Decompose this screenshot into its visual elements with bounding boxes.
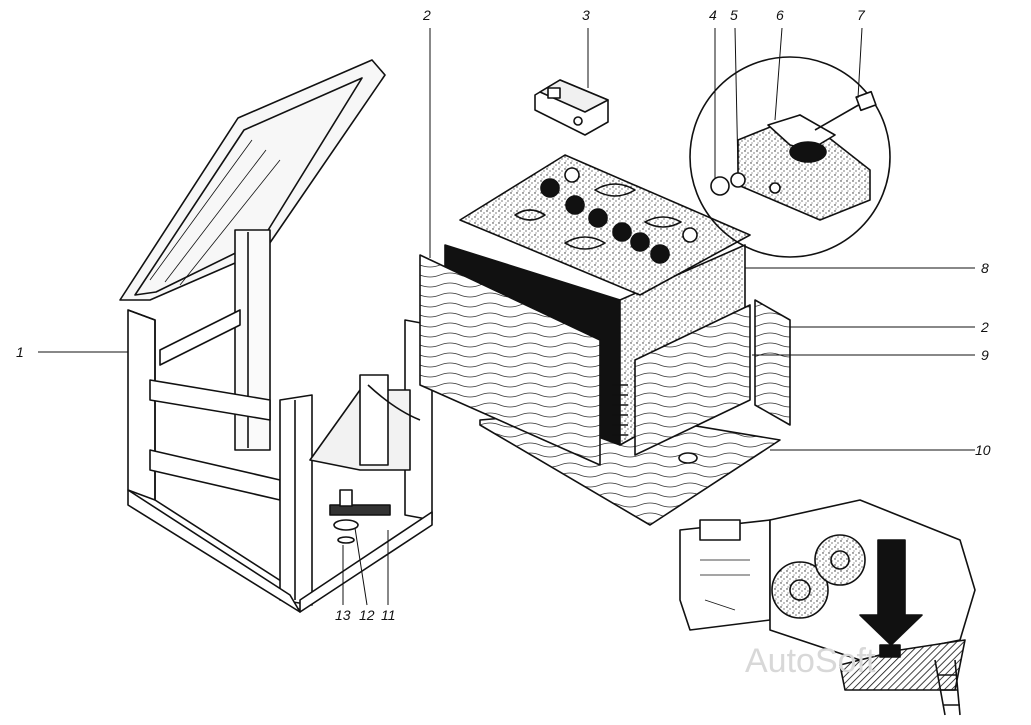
callout-2-side: 2 bbox=[980, 319, 989, 335]
leader-lines bbox=[38, 27, 975, 606]
callout-9: 9 bbox=[981, 347, 989, 363]
terminal-clamp-detail bbox=[689, 56, 891, 258]
terminal-connector bbox=[534, 79, 609, 136]
callout-4: 4 bbox=[709, 7, 717, 23]
callout-labels: 1 2 3 4 5 6 7 8 2 9 10 11 12 13 bbox=[16, 7, 991, 623]
callout-3: 3 bbox=[582, 7, 590, 23]
callout-10: 10 bbox=[975, 442, 991, 458]
callout-13: 13 bbox=[335, 607, 351, 623]
callout-7: 7 bbox=[857, 7, 866, 23]
battery-unit bbox=[419, 154, 791, 526]
callout-11: 11 bbox=[381, 607, 396, 623]
battery-box bbox=[119, 59, 433, 613]
callout-12: 12 bbox=[359, 607, 375, 623]
callout-8: 8 bbox=[981, 260, 989, 276]
battery-caps bbox=[514, 167, 698, 264]
callout-1: 1 bbox=[16, 344, 24, 360]
callout-2-top: 2 bbox=[422, 7, 431, 23]
watermark: AutoSoft bbox=[745, 642, 876, 680]
callout-6: 6 bbox=[776, 7, 784, 23]
vehicle-location-sketch: AutoSoft bbox=[679, 499, 976, 716]
callout-5: 5 bbox=[730, 7, 738, 23]
